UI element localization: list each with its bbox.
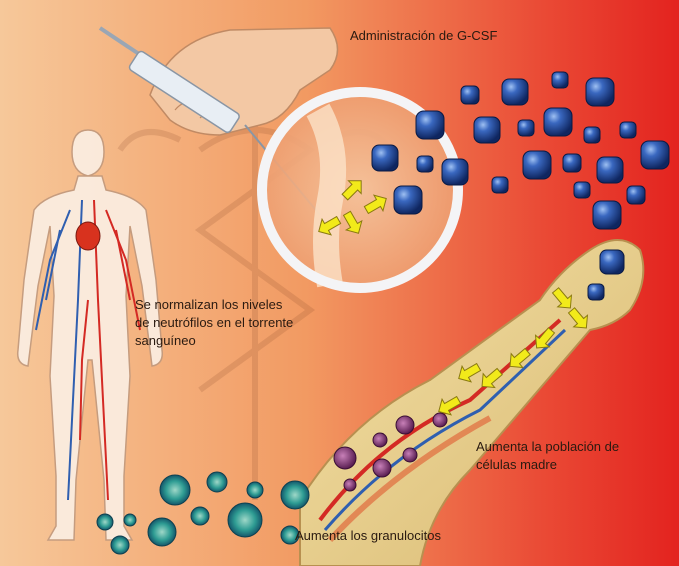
- gcsf-molecule: [592, 200, 622, 230]
- gcsf-molecule: [441, 158, 469, 186]
- stem-cells-label: Aumenta la población de células madre: [476, 439, 620, 472]
- gcsf-molecule: [393, 185, 423, 215]
- gcsf-molecule: [491, 176, 509, 194]
- stem-cell: [372, 432, 388, 448]
- granulocyte: [246, 481, 264, 499]
- granulocytes-label: Aumenta los granulocitos: [295, 528, 441, 543]
- gcsf-molecules: [371, 71, 670, 301]
- gcsf-molecule: [619, 121, 637, 139]
- granulocyte: [227, 502, 263, 538]
- gcsf-molecule: [522, 150, 552, 180]
- gcsf-molecule: [371, 144, 399, 172]
- neutrophils-label: Se normalizan los niveles de neutrófilos…: [135, 297, 294, 348]
- gcsf-molecule: [626, 185, 646, 205]
- arrow-icon: [342, 210, 363, 234]
- stem-cell: [395, 415, 415, 435]
- gcsf-molecule: [416, 155, 434, 173]
- gcsf-molecule: [587, 283, 605, 301]
- granulocytes: [96, 471, 310, 555]
- yellow-arrows: [318, 180, 589, 416]
- gcsf-molecule: [585, 77, 615, 107]
- stem-cells: [333, 412, 448, 492]
- gcsf-molecule: [415, 110, 445, 140]
- gcsf-molecule: [501, 78, 529, 106]
- stem-cell: [333, 446, 357, 470]
- granulocyte: [190, 506, 210, 526]
- granulocyte: [159, 474, 191, 506]
- gcsf-molecule: [599, 249, 625, 275]
- stem-cell: [402, 447, 418, 463]
- gcsf-molecule: [473, 116, 501, 144]
- granulocyte: [280, 525, 300, 545]
- granulocyte: [96, 513, 114, 531]
- gcsf-molecule: [543, 107, 573, 137]
- arrow-icon: [363, 194, 387, 215]
- stem-cell: [343, 478, 357, 492]
- granulocyte: [123, 513, 137, 527]
- stem-cell: [372, 458, 392, 478]
- arrow-icon: [534, 327, 556, 349]
- stem-cell: [432, 412, 448, 428]
- arrow-icon: [481, 367, 503, 389]
- arrow-icon: [551, 287, 573, 309]
- gcsf-molecule: [596, 156, 624, 184]
- gcsf-label: Administración de G-CSF: [350, 28, 498, 43]
- gcsf-molecule: [583, 126, 601, 144]
- gcsf-molecule: [551, 71, 569, 89]
- arrow-icon: [567, 307, 589, 329]
- human-body-icon: [16, 129, 164, 541]
- bone-icon: [299, 239, 645, 566]
- arrow-icon: [341, 180, 362, 201]
- gcsf-molecule: [640, 140, 670, 170]
- arrow-icon: [438, 395, 462, 416]
- gcsf-molecule: [573, 181, 591, 199]
- granulocyte: [147, 517, 177, 547]
- gcsf-molecule: [517, 119, 535, 137]
- granulocyte: [206, 471, 228, 493]
- arrow-icon: [458, 362, 482, 383]
- arrow-icon: [509, 347, 531, 369]
- gcsf-molecule: [460, 85, 480, 105]
- arrow-icon: [318, 215, 342, 236]
- granulocyte: [110, 535, 130, 555]
- granulocyte: [280, 480, 310, 510]
- gcsf-molecule: [562, 153, 582, 173]
